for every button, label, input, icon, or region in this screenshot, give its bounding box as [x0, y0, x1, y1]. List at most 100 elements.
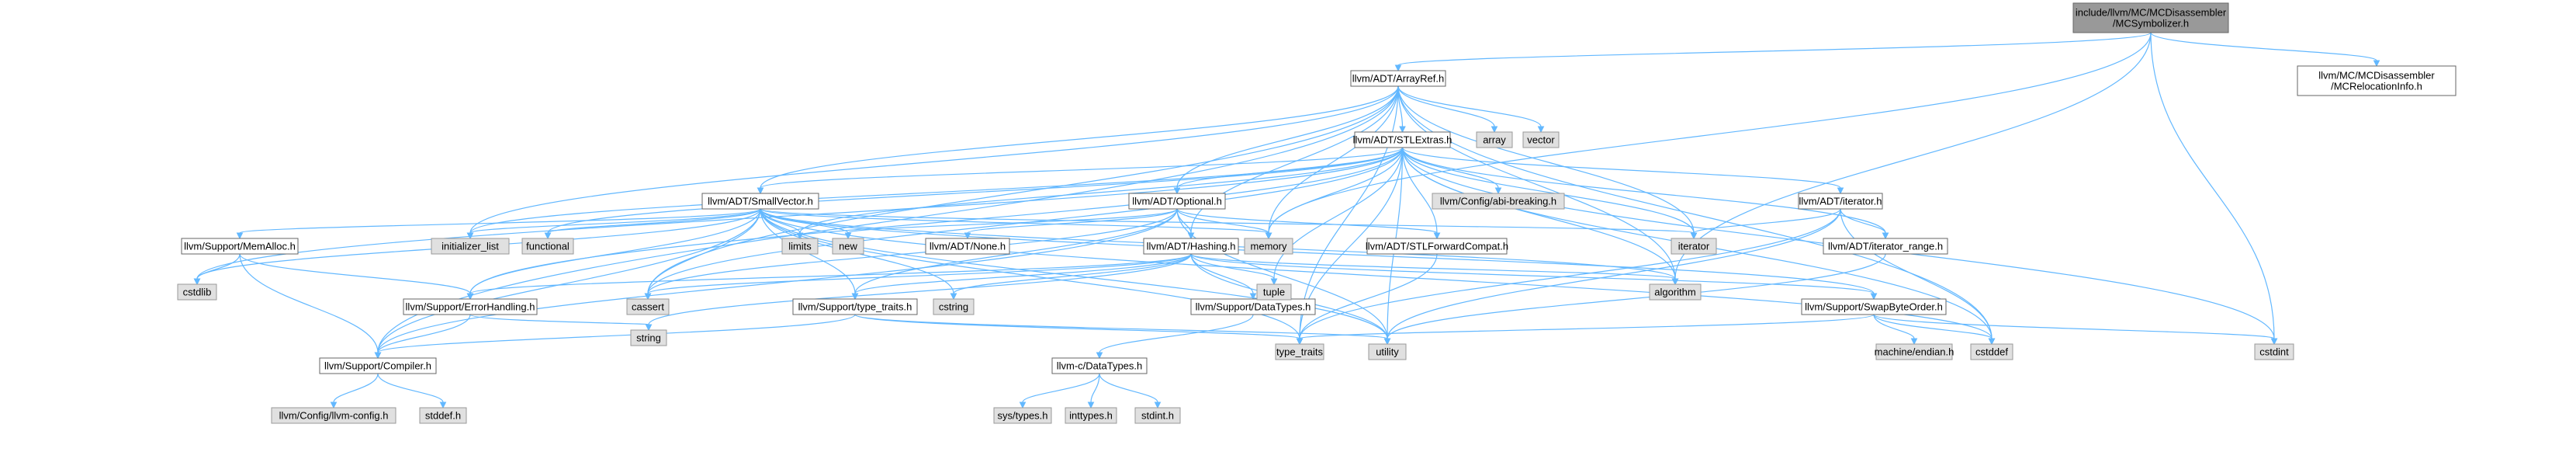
arrowhead-smallvector-to-memalloc	[236, 232, 244, 240]
edge-hashing-to-swapbyte	[1190, 253, 1875, 294]
node-arrayref-box	[1350, 70, 1446, 87]
edge-stlextras-to-functional	[547, 147, 1404, 234]
node-iteratorh[interactable]: llvm/ADT/iterator.h	[1798, 193, 1883, 210]
node-cstring-label: cstring	[939, 301, 968, 313]
node-array: array	[1476, 131, 1513, 148]
edge-stlextras-to-memory	[1268, 147, 1404, 234]
arrowhead-swapbyte-to-cstdint	[2270, 338, 2278, 346]
edge-arrayref-to-algorithm	[1397, 85, 1676, 280]
node-root-box	[2072, 2, 2229, 33]
edge-compiler-to-stddef	[377, 373, 444, 403]
node-iterrange[interactable]: llvm/ADT/iterator_range.h	[1823, 238, 1948, 255]
edge-optional-to-compiler	[377, 208, 1178, 353]
edge-stlextras-to-smallvector	[760, 147, 1404, 189]
edge-optional-to-new	[847, 208, 1178, 234]
edge-swapbyte-to-cstdint	[1873, 314, 2275, 339]
edge-iteratorh-to-iterrange	[1840, 208, 1886, 234]
node-cstddef-box	[1970, 343, 2013, 360]
node-optional-label: llvm/ADT/Optional.h	[1132, 196, 1222, 207]
edge-stlextras-to-optional	[1176, 147, 1404, 189]
node-compiler-label: llvm/Support/Compiler.h	[324, 360, 431, 372]
edge-root-to-mcreloc	[2150, 32, 2377, 61]
node-noneh[interactable]: llvm/ADT/None.h	[925, 238, 1010, 255]
node-memory: memory	[1244, 238, 1293, 255]
edge-stlextras-to-iterrange	[1401, 147, 1886, 234]
node-type_traits: type_traits	[1275, 343, 1324, 360]
node-stdint: stdint.h	[1134, 407, 1181, 424]
node-root-label: /MCSymbolizer.h	[2113, 18, 2189, 30]
node-mcreloc[interactable]: llvm/MC/MCDisassembler/MCRelocationInfo.…	[2297, 65, 2457, 96]
node-cstdint: cstdint	[2254, 343, 2294, 360]
node-llvmconfig-label: llvm/Config/llvm-config.h	[279, 410, 389, 422]
node-functional-box	[521, 238, 574, 255]
edge-arrayref-to-array	[1397, 85, 1495, 127]
arrowhead-optional-to-memory	[1265, 232, 1272, 240]
node-new-label: new	[839, 241, 857, 252]
edge-optional-to-memory	[1176, 208, 1269, 234]
arrowhead-stlextras-to-abibreaking	[1494, 187, 1502, 195]
node-root[interactable]: include/llvm/MC/MCDisassembler/MCSymboli…	[2072, 2, 2229, 33]
node-arrayref[interactable]: llvm/ADT/ArrayRef.h	[1350, 70, 1446, 87]
node-llvmconfig-box	[271, 407, 396, 424]
arrowhead-smallvector-to-functional	[544, 232, 552, 240]
edge-stlextras-to-iterator	[1401, 147, 1695, 234]
node-errhandling[interactable]: llvm/Support/ErrorHandling.h	[403, 298, 538, 315]
edge-arrayref-to-memory	[1268, 85, 1399, 234]
node-swapbyte-box	[1801, 298, 1947, 315]
arrowhead-hashing-to-tuple	[1270, 278, 1278, 286]
node-memalloc[interactable]: llvm/Support/MemAlloc.h	[181, 238, 299, 255]
node-typetraitsh-box	[792, 298, 918, 315]
node-noneh-box	[925, 238, 1010, 255]
edge-errhandling-to-compiler	[377, 314, 471, 353]
node-tuple: tuple	[1256, 283, 1292, 301]
edge-smallvector-to-compiler	[377, 208, 761, 353]
arrowhead-memalloc-to-cstdlib	[193, 278, 201, 286]
node-inttypes: inttypes.h	[1065, 407, 1117, 424]
node-errhandling-box	[403, 298, 538, 315]
node-cstring-box	[933, 298, 975, 315]
node-functional: functional	[521, 238, 574, 255]
node-stlfwd-label: llvm/ADT/STLForwardCompat.h	[1366, 241, 1508, 252]
edge-hashing-to-typetraitsh	[854, 253, 1192, 294]
node-arrayref-label: llvm/ADT/ArrayRef.h	[1352, 73, 1444, 85]
node-stlextras[interactable]: llvm/ADT/STLExtras.h	[1353, 131, 1452, 148]
node-systypes-label: sys/types.h	[997, 410, 1047, 422]
node-array-box	[1476, 131, 1513, 148]
node-limits-box	[781, 238, 819, 255]
node-vector-box	[1522, 131, 1560, 148]
arrowhead-arrayref-to-stlextras	[1399, 126, 1406, 134]
edge-arrayref-to-hashing	[1190, 85, 1399, 234]
node-algorithm-box	[1649, 283, 1702, 301]
arrowhead-cdatatypes-to-inttypes	[1087, 402, 1095, 409]
node-stdint-box	[1134, 407, 1181, 424]
arrowhead-cdatatypes-to-stdint	[1154, 402, 1162, 409]
node-optional[interactable]: llvm/ADT/Optional.h	[1128, 193, 1226, 210]
edge-arrayref-to-iterator	[1397, 85, 1695, 234]
edge-memalloc-to-compiler	[239, 253, 379, 353]
edge-arrayref-to-vector	[1397, 85, 1542, 127]
node-smallvector[interactable]: llvm/ADT/SmallVector.h	[701, 193, 819, 210]
edge-optional-to-utility	[1176, 208, 1388, 339]
node-machineendian: machine/endian.h	[1875, 343, 1954, 360]
node-datatypes[interactable]: llvm/Support/DataTypes.h	[1190, 298, 1316, 315]
node-machineendian-box	[1875, 343, 1953, 360]
edge-optional-to-typetraitsh	[854, 208, 1178, 294]
node-iteratorh-label: llvm/ADT/iterator.h	[1799, 196, 1882, 207]
node-inttypes-label: inttypes.h	[1069, 410, 1113, 422]
arrowhead-compiler-to-stddef	[439, 402, 447, 409]
node-typetraitsh[interactable]: llvm/Support/type_traits.h	[792, 298, 918, 315]
edge-hashing-to-datatypes	[1190, 253, 1254, 294]
edge-datatypes-to-cdatatypes	[1099, 314, 1254, 353]
node-cdatatypes[interactable]: llvm-c/DataTypes.h	[1051, 357, 1148, 374]
node-stdint-label: stdint.h	[1141, 410, 1174, 422]
node-swapbyte[interactable]: llvm/Support/SwapByteOrder.h	[1801, 298, 1947, 315]
node-stlextras-label: llvm/ADT/STLExtras.h	[1353, 134, 1452, 146]
node-compiler[interactable]: llvm/Support/Compiler.h	[319, 357, 437, 374]
node-stlfwd[interactable]: llvm/ADT/STLForwardCompat.h	[1366, 238, 1508, 255]
node-iteratorh-box	[1798, 193, 1883, 210]
node-initlist-box	[431, 238, 510, 255]
node-abibreaking: llvm/Config/abi-breaking.h	[1432, 193, 1565, 210]
node-hashing[interactable]: llvm/ADT/Hashing.h	[1143, 238, 1239, 255]
arrowhead-errhandling-to-string	[645, 324, 653, 332]
